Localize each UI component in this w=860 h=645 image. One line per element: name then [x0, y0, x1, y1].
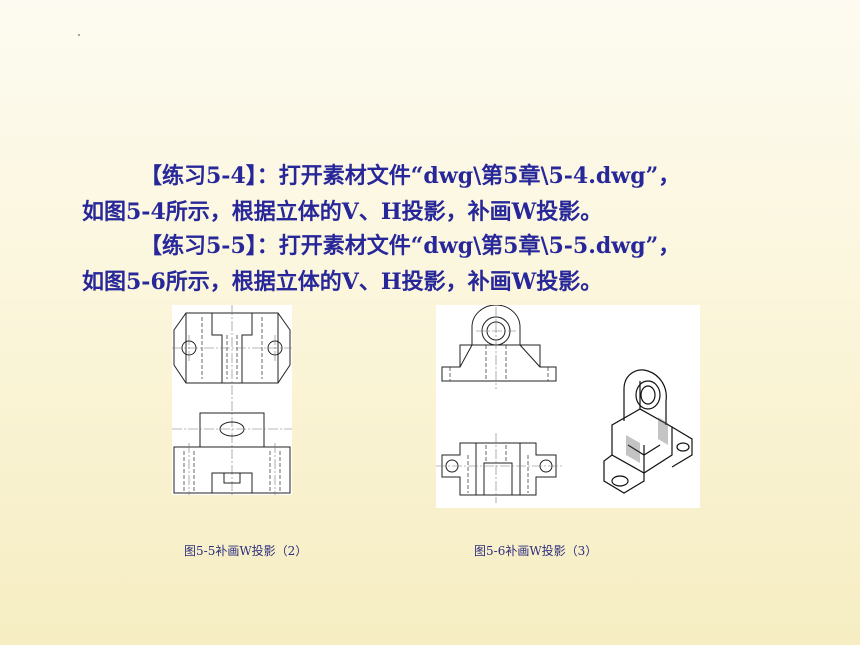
exercise-5-5-line1: 【练习5-5】：打开素材文件“dwg\第5章\5-5.dwg”， — [140, 233, 681, 259]
figure-5-5-caption: 图5-5补画W投影（2） — [184, 544, 308, 558]
figure-5-5-drawing — [172, 305, 292, 495]
figure-5-6-caption: 图5-6补画W投影（3） — [474, 544, 598, 558]
figure-5-6-drawing — [436, 305, 700, 508]
exercise-5-5-line2: 如图5-6所示，根据立体的V、H投影，补画W投影。 — [82, 269, 603, 295]
figure-5-6-svg — [436, 305, 700, 508]
figure-5-5-svg — [172, 305, 292, 495]
exercise-5-4-text: 【练习5-4】：打开素材文件“dwg\第5章\5-4.dwg”， 如图5-4所示… — [82, 158, 812, 230]
exercise-5-5-text: 【练习5-5】：打开素材文件“dwg\第5章\5-5.dwg”， 如图5-6所示… — [82, 228, 812, 300]
decorative-dot — [78, 34, 80, 36]
exercise-5-4-line1: 【练习5-4】：打开素材文件“dwg\第5章\5-4.dwg”， — [140, 163, 681, 189]
exercise-5-4-line2: 如图5-4所示，根据立体的V、H投影，补画W投影。 — [82, 199, 603, 225]
